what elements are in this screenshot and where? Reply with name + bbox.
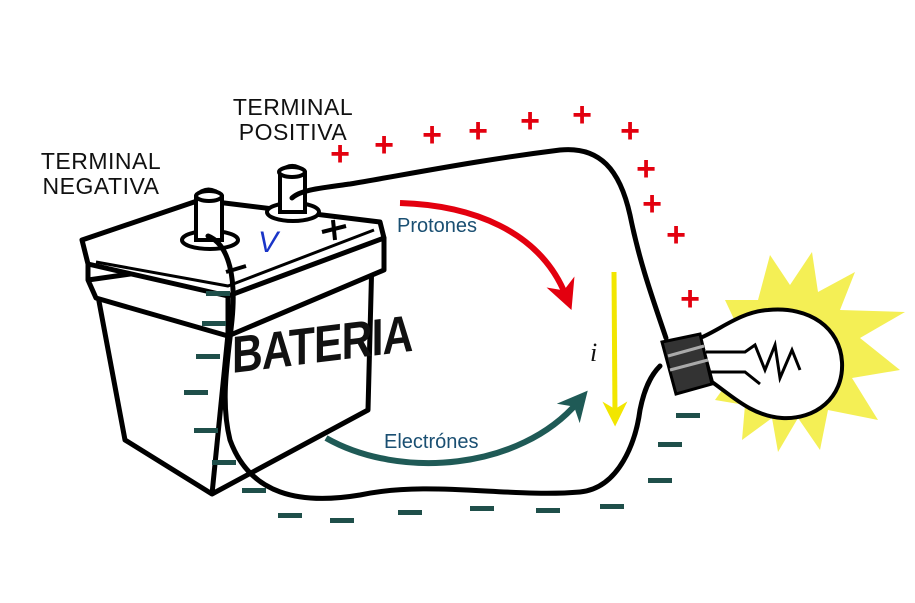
negative-charge-12 [536,508,560,513]
positive-charge-7: + [620,112,640,150]
positive-terminal [265,164,321,223]
protones-arrow [399,200,575,310]
bulb-filament [706,339,802,386]
light-bulb-icon [660,252,905,452]
terminal-positiva-line1: TERMINAL [232,94,354,120]
terminal-negativa-line2: NEGATIVA [42,173,160,199]
negative-charge-8 [278,513,302,518]
positive-charge-10: + [666,216,686,254]
positive-charge-2: + [374,126,394,164]
battery-plus-mark [321,219,347,241]
negative-charge-3 [196,354,220,359]
negative-charge-13 [600,504,624,509]
negative-charge-10 [398,510,422,515]
negative-charge-16 [676,413,700,418]
negative-charge-5 [194,428,218,433]
terminal-positiva-label: TERMINAL POSITIVA [218,96,368,146]
wire-top [289,147,669,341]
terminal-negativa-label: TERMINAL NEGATIVA [26,150,176,200]
positive-charge-1: + [330,135,350,173]
positive-charge-11: + [680,280,700,318]
current-label: i [590,338,598,367]
negative-charge-9 [330,518,354,523]
protones-label: Protones [397,215,478,237]
positive-charge-5: + [520,102,540,140]
wire-bottom [205,233,663,501]
current-arrow [602,271,628,427]
negative-charge-15 [658,442,682,447]
negative-charge-11 [470,506,494,511]
positive-charges: +++++++++++ [330,96,700,318]
bulb-glass [697,307,845,421]
negative-terminal [180,187,240,251]
voltage-label: V [258,226,279,259]
negative-charge-14 [648,478,672,483]
negative-charges [184,291,700,523]
terminal-positiva-line2: POSITIVA [238,119,348,145]
electrones-arrow [324,390,588,467]
positive-charge-3: + [422,116,442,154]
negative-charge-7 [242,488,266,493]
positive-charge-4: + [468,112,488,150]
negative-charge-2 [202,321,226,326]
negative-charge-6 [212,460,236,465]
positive-charge-8: + [636,150,656,188]
positive-charge-6: + [572,96,592,134]
electrones-label: Electrónes [384,431,479,453]
positive-charge-9: + [642,185,662,223]
negative-charge-4 [184,390,208,395]
terminal-negativa-line1: TERMINAL [40,148,162,174]
battery-icon [79,197,387,497]
negative-charge-1 [206,291,230,296]
